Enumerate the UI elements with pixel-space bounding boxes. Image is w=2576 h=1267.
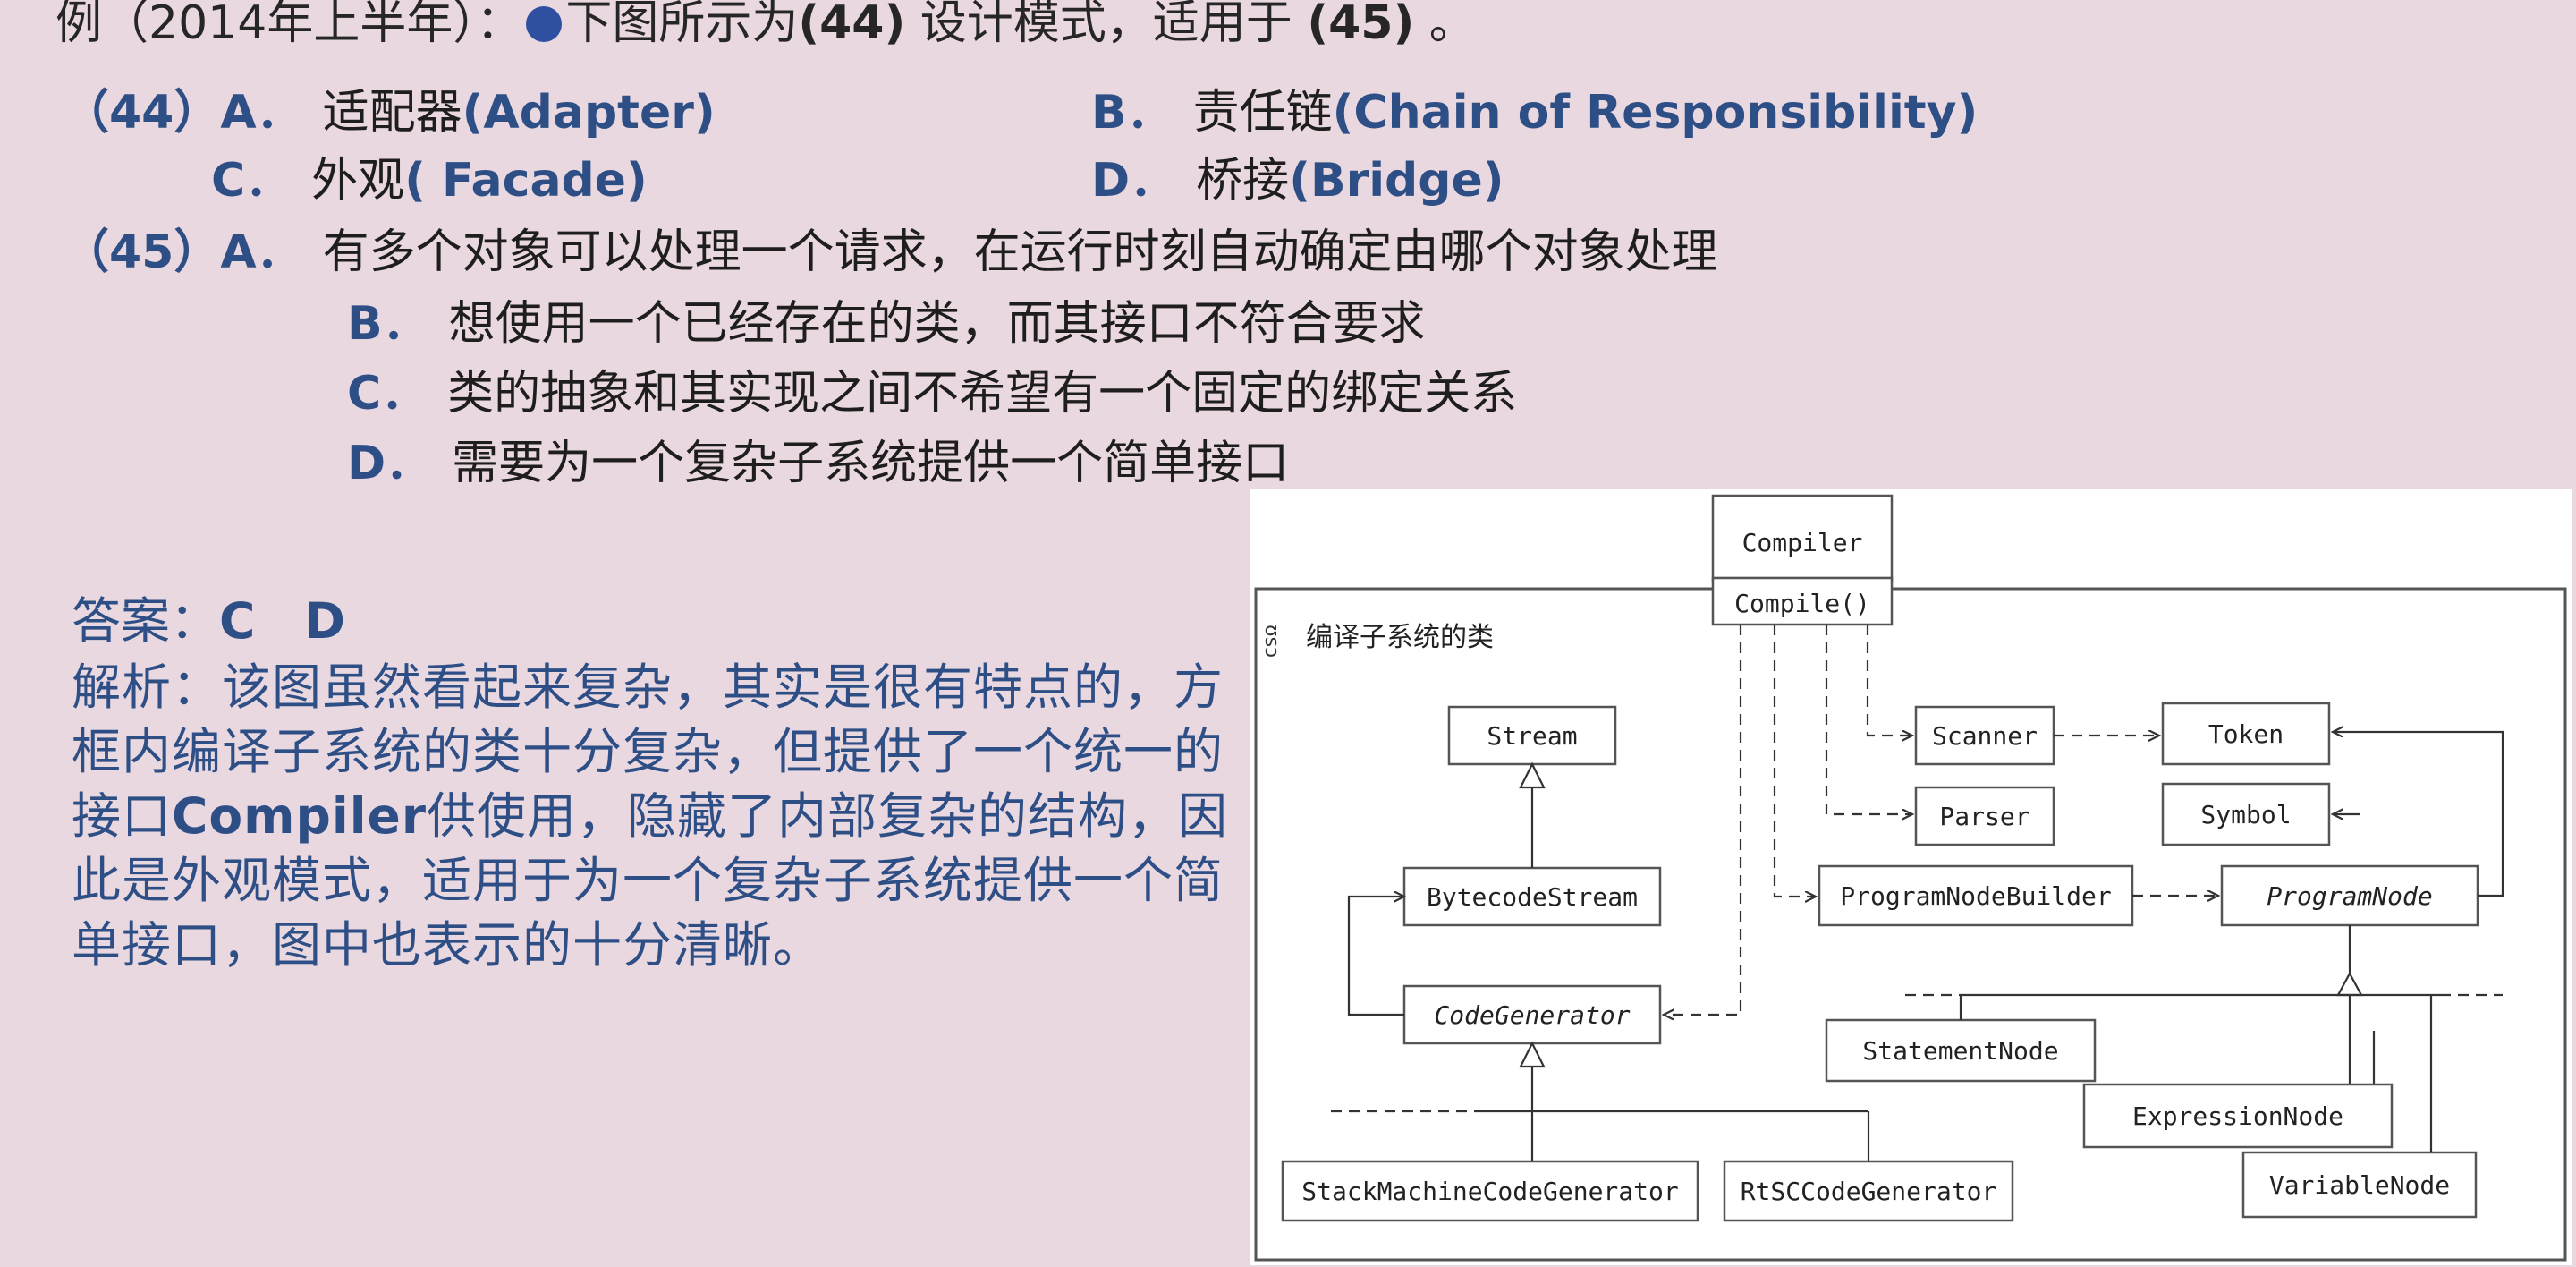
q45-option-b: B． 想使用一个已经存在的类，而其接口不符合要求 [347, 295, 1426, 353]
analysis-keyword: Compiler [172, 787, 427, 845]
compile-method-label: Compile() [1734, 589, 1870, 618]
q45-option-d: D． 需要为一个复杂子系统提供一个简单接口 [347, 435, 1289, 492]
parser-label: Parser [1939, 802, 2029, 831]
subsystem-label: 编译子系统的类 [1306, 622, 1494, 653]
code-generator-label: CodeGenerator [1434, 1000, 1630, 1030]
q44-d-text: 桥接 [1196, 154, 1290, 208]
q45-b-key: B． [347, 297, 429, 351]
analysis-paragraph: 解析：该图虽然看起来复杂，其实是很有特点的，方框内编译子系统的类十分复杂，但提供… [72, 655, 1234, 977]
question-mid: 设计模式，适用于 [919, 0, 1292, 50]
q45-b-text: 想使用一个已经存在的类，而其接口不符合要求 [448, 297, 1426, 351]
analysis-label: 解析： [72, 659, 223, 716]
variable-node-label: VariableNode [2269, 1170, 2450, 1200]
blank-44: (44) [798, 0, 906, 50]
q45-a-key: A． [220, 225, 303, 279]
q44-c-key: C． [211, 154, 292, 208]
token-box [2161, 702, 2331, 766]
q44-b-en: (Chain of Responsibility) [1332, 86, 1979, 140]
program-node-box [2220, 864, 2479, 927]
q45-d-text: 需要为一个复杂子系统提供一个简单接口 [452, 437, 1290, 490]
token-label: Token [2208, 719, 2284, 749]
bytecode-stream-label: BytecodeStream [1427, 882, 1638, 912]
subsystem-side-mark: ʊsɔ [1260, 625, 1283, 658]
analysis-part2: 供使用，隐藏了内部复杂的结构，因此是外观模式，适用于为一个复杂子系统提供一个简单… [72, 787, 1228, 974]
program-node-builder-label: ProgramNodeBuilder [1840, 881, 2111, 911]
answer-label: 答案： [72, 592, 220, 650]
symbol-box [2161, 782, 2331, 846]
q44-c-en: ( Facade) [404, 154, 648, 208]
statement-node-label: StatementNode [1862, 1036, 2058, 1066]
stack-machine-label: StackMachineCodeGenerator [1301, 1177, 1678, 1206]
expression-node-label: ExpressionNode [2132, 1101, 2343, 1131]
q44-d-key: D． [1091, 154, 1177, 208]
scanner-box [1914, 705, 2055, 766]
q45-c-key: C． [347, 367, 428, 421]
program-node-label: ProgramNode [2267, 881, 2432, 911]
variable-node-box [2241, 1151, 2478, 1219]
analysis-part1: 该图虽然看起来复杂，其实是很有特点的，方框内编译子系统的类十分复杂，但提供了一个… [72, 659, 1224, 845]
compile-method-box [1711, 576, 1894, 626]
q45-d-key: D． [347, 437, 433, 490]
risc-label: RtSCCodeGenerator [1741, 1177, 1997, 1206]
symbol-label: Symbol [2200, 800, 2291, 829]
q44-row-1: （44）A． 适配器(Adapter) [63, 84, 716, 141]
q44-option-d: D． 桥接(Bridge) [1091, 152, 1504, 209]
compiler-label: Compiler [1742, 528, 1863, 557]
question-end: 。 [1428, 0, 1476, 50]
subsystem-frame [1254, 587, 2567, 1262]
stream-box [1447, 705, 1617, 766]
q44-a-key: A． [220, 86, 303, 140]
stack-machine-box [1281, 1160, 1699, 1222]
q44-label: （44） [63, 86, 221, 140]
scanner-label: Scanner [1932, 721, 2038, 751]
parser-box [1914, 786, 2055, 846]
question-line: 例（2014年上半年）： 下图所示为(44) 设计模式，适用于 (45) 。 [55, 0, 1476, 52]
bullet-icon [526, 6, 563, 42]
answer-value: C D [219, 592, 346, 650]
q44-c-text: 外观 [311, 154, 405, 208]
question-prefix: 例（2014年上半年）： [55, 0, 523, 50]
q44-b-key: B． [1091, 86, 1174, 140]
uml-diagram: ʊsɔ 编译子系统的类 Compiler Compile() Stream By… [1250, 489, 2572, 1265]
expression-node-box [2082, 1083, 2394, 1149]
stream-label: Stream [1487, 721, 1577, 751]
q44-option-c: C． 外观( Facade) [211, 152, 648, 209]
q44-a-en: (Adapter) [462, 86, 716, 140]
q45-a-text: 有多个对象可以处理一个请求，在运行时刻自动确定由哪个对象处理 [322, 225, 1718, 279]
q45-c-text: 类的抽象和其实现之间不希望有一个固定的绑定关系 [447, 367, 1518, 421]
q45-label: （45） [63, 225, 221, 279]
answer-line: 答案：C D [72, 592, 345, 650]
risc-box [1723, 1160, 2014, 1222]
program-node-builder-box [1818, 864, 2134, 927]
q44-option-b: B． 责任链(Chain of Responsibility) [1091, 84, 1978, 141]
blank-45: (45) [1307, 0, 1415, 50]
q44-a-text: 适配器 [322, 86, 462, 140]
q45-row-a: （45）A． 有多个对象可以处理一个请求，在运行时刻自动确定由哪个对象处理 [63, 224, 1718, 281]
statement-node-box [1825, 1018, 2097, 1083]
compiler-box [1711, 494, 1894, 583]
q44-d-en: (Bridge) [1289, 154, 1504, 208]
q44-b-text: 责任链 [1192, 86, 1333, 140]
q45-option-c: C． 类的抽象和其实现之间不希望有一个固定的绑定关系 [347, 365, 1517, 422]
question-stem: 下图所示为 [565, 0, 799, 50]
